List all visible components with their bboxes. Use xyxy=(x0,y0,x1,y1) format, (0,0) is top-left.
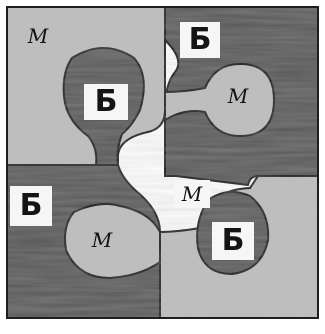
label-bottom-left: Б xyxy=(10,186,52,226)
label-bottom-right-knob: Б xyxy=(212,222,254,260)
label-bottom-left-socket: М xyxy=(82,226,122,254)
label-center-small: М xyxy=(174,180,210,208)
label-top-right-socket: М xyxy=(218,82,258,110)
label-top-left-knob: Б xyxy=(84,84,128,120)
label-top-left: М xyxy=(18,22,58,50)
label-top-right: Б xyxy=(180,22,220,58)
